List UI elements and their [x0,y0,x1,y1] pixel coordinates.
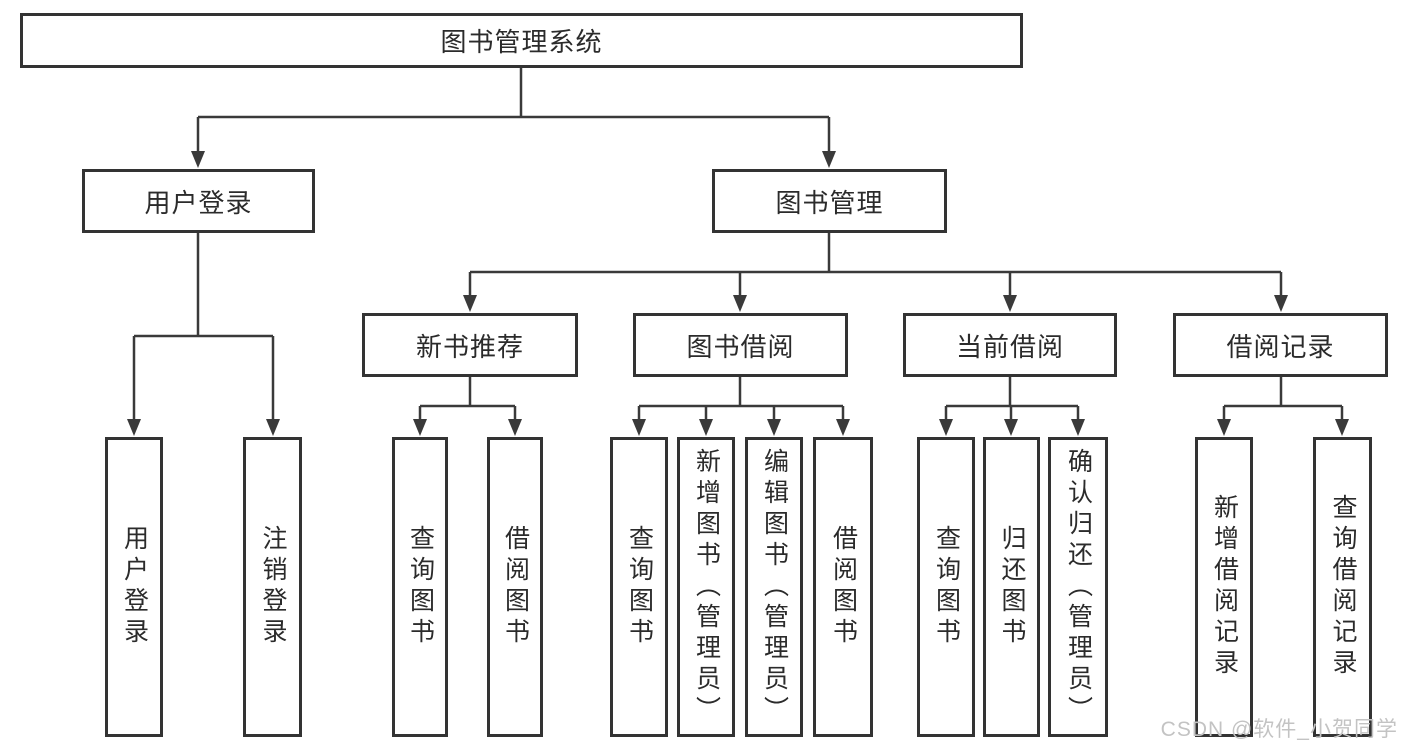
leaf-query-books-current: 查询图书 [917,437,975,737]
leaf-user-login: 用户登录 [105,437,163,737]
leaf-borrow-books-borrow: 借阅图书 [813,437,873,737]
arrowhead [822,151,836,168]
arrowhead [1274,295,1288,312]
node-current-borrow: 当前借阅 [903,313,1117,377]
node-user-login: 用户登录 [82,169,315,233]
arrowhead [1335,419,1349,436]
connector-userlogin-to-leaves [132,233,275,419]
arrowhead [699,419,713,436]
leaf-return-book-label: 归还图书 [998,525,1026,649]
leaf-edit-book-admin: 编辑图书（管理员） [745,437,803,737]
arrowhead [1217,419,1231,436]
leaf-edit-book-admin-label: 编辑图书（管理员） [760,447,789,727]
node-library-system-label: 图书管理系统 [440,27,603,57]
leaf-add-borrow-record: 新增借阅记录 [1195,437,1253,737]
connector-currentborrow-to-leaves [944,377,1080,419]
leaf-return-book: 归还图书 [983,437,1040,737]
connector-root-to-level2 [196,68,831,151]
leaf-query-books-current-label: 查询图书 [932,525,961,649]
connector-records-to-leaves [1222,377,1344,419]
leaf-add-book-admin-label: 新增图书（管理员） [692,447,721,727]
arrowhead [127,419,141,436]
arrowhead [1071,419,1085,436]
arrowhead [836,419,850,436]
leaf-query-borrow-record: 查询借阅记录 [1313,437,1372,737]
node-book-borrow: 图书借阅 [633,313,848,377]
leaf-query-books-recommend: 查询图书 [392,437,448,737]
leaf-add-book-admin: 新增图书（管理员） [677,437,735,737]
arrowhead [767,419,781,436]
arrowhead [1004,419,1018,436]
arrowhead [266,419,280,436]
leaf-add-borrow-record-label: 新增借阅记录 [1210,494,1239,680]
arrowhead [463,295,477,312]
leaf-logout-label: 注销登录 [259,525,287,649]
node-library-system: 图书管理系统 [20,13,1023,68]
node-book-borrow-label: 图书借阅 [686,331,795,362]
arrowhead [191,151,205,168]
leaf-user-login-label: 用户登录 [120,525,149,649]
arrowhead [1003,295,1017,312]
node-borrow-records: 借阅记录 [1173,313,1388,377]
leaf-confirm-return-admin: 确认归还（管理员） [1048,437,1108,737]
arrowhead [733,295,747,312]
leaf-borrow-books-recommend-label: 借阅图书 [501,525,530,649]
connector-bookmgmt-to-level3 [468,233,1283,295]
connector-bookborrow-to-leaves [637,377,845,419]
arrowhead [632,419,646,436]
node-current-borrow-label: 当前借阅 [955,331,1064,362]
leaf-borrow-books-borrow-label: 借阅图书 [829,525,858,649]
node-borrow-records-label: 借阅记录 [1226,331,1335,362]
node-new-book-recommend: 新书推荐 [362,313,578,377]
leaf-borrow-books-recommend: 借阅图书 [487,437,543,737]
node-book-management-label: 图书管理 [775,187,884,218]
arrowhead [939,419,953,436]
leaf-query-borrow-record-label: 查询借阅记录 [1329,494,1357,680]
leaf-confirm-return-admin-label: 确认归还（管理员） [1064,447,1093,727]
arrowhead [508,419,522,436]
watermark: CSDN @软件_小贺同学 [1160,718,1398,741]
node-user-login-label: 用户登录 [144,187,253,218]
node-book-management: 图书管理 [712,169,947,233]
leaf-query-books-borrow-label: 查询图书 [625,525,654,649]
leaf-logout: 注销登录 [243,437,302,737]
arrowhead [413,419,427,436]
leaf-query-books-borrow: 查询图书 [610,437,668,737]
connector-newbooks-to-leaves [418,377,517,419]
node-new-book-recommend-label: 新书推荐 [415,331,524,362]
leaf-query-books-recommend-label: 查询图书 [406,525,435,649]
